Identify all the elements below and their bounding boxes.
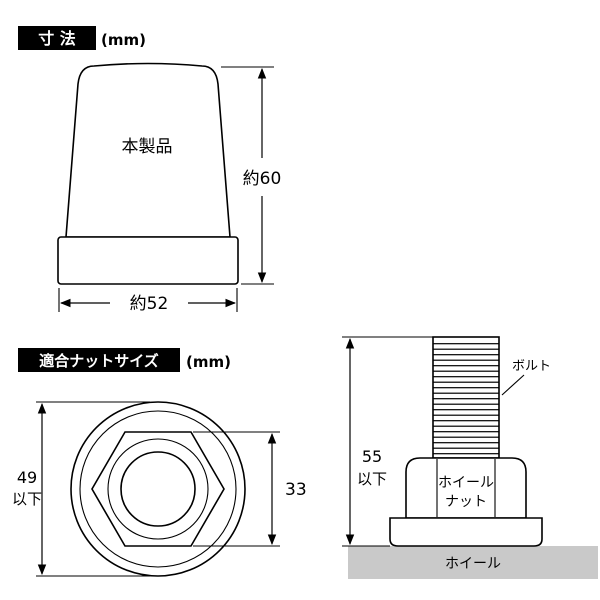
dimensions-header-text: 寸 法	[38, 29, 76, 48]
nut-hex-dimension: 33	[193, 431, 307, 547]
product-name-label: 本製品	[122, 137, 173, 157]
wheel-nut-label-line1: ホイール	[438, 475, 494, 491]
outer-dimension-label-value: 49	[17, 468, 37, 487]
dimensions-unit-text: (mm)	[101, 31, 146, 49]
nut-top-view	[70, 401, 246, 577]
ring-circle	[79, 410, 237, 568]
bolt-height-dimension: 55 以下	[342, 336, 433, 547]
wheel-label: ホイール	[445, 556, 501, 572]
nut-size-unit-text: (mm)	[186, 353, 231, 371]
dimensions-section-header: 寸 法 (mm)	[18, 26, 146, 50]
bore-circle	[120, 451, 196, 527]
outer-dimension-label-suffix: 以下	[12, 490, 42, 508]
product-width-dimension: 約52	[58, 288, 238, 314]
nut-outer-dimension: 49 以下	[12, 401, 150, 577]
product-body	[65, 62, 231, 238]
nut-size-header-text: 適合ナットサイズ	[39, 352, 159, 370]
bolt-threads	[433, 339, 499, 456]
hex-dimension-label: 33	[285, 480, 307, 500]
height-dimension-label: 約60	[243, 169, 282, 189]
wheel-nut-label-line2: ナット	[445, 494, 487, 510]
product-height-dimension: 約60	[221, 66, 282, 285]
wheel-nut-body	[405, 457, 527, 519]
bolt-side-view: ホイール ボルト ホイール ナット	[348, 336, 598, 579]
nut-size-header-box	[18, 348, 180, 372]
bolt-height-label-suffix: 以下	[357, 470, 387, 488]
product-drawing: 本製品	[57, 62, 239, 285]
wheel-nut-washer	[389, 517, 543, 547]
dimensions-header-box	[18, 26, 96, 50]
bolt-callout-leader	[501, 374, 525, 396]
width-dimension-label: 約52	[130, 294, 169, 314]
inner-circle	[107, 438, 209, 540]
wheel-base	[348, 546, 598, 579]
bolt-height-label-value: 55	[362, 447, 382, 466]
bolt-callout-label: ボルト	[512, 359, 551, 374]
product-flange	[57, 236, 239, 285]
nut-size-section-header: 適合ナットサイズ (mm)	[18, 348, 231, 372]
